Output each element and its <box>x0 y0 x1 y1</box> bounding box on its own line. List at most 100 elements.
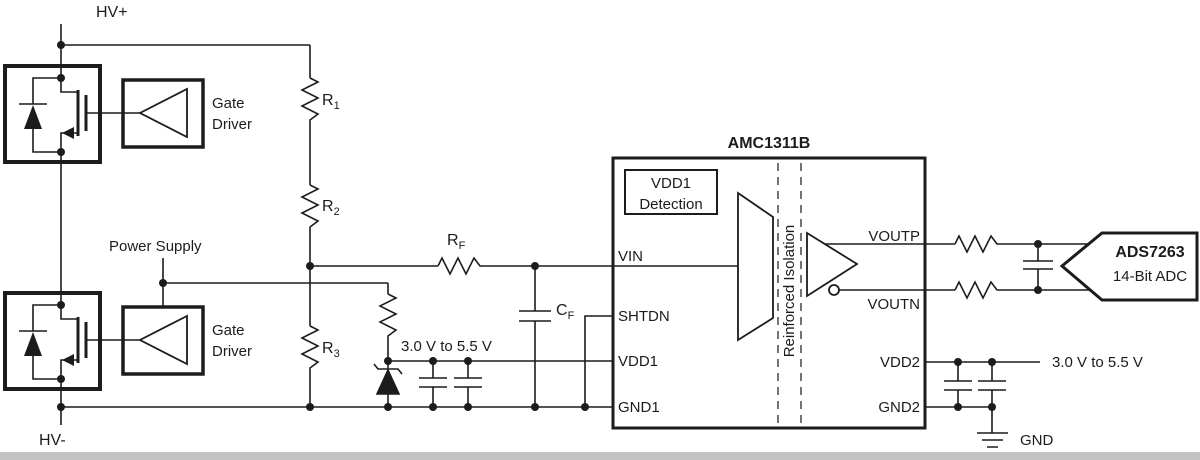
gnd-label: GND <box>1020 432 1054 449</box>
gate-driver-line2: Driver <box>212 116 252 133</box>
vdd1-detection-line1: VDD1 <box>650 175 691 192</box>
chip-title: AMC1311B <box>727 135 811 152</box>
igbt-box-1 <box>3 64 102 164</box>
capacitor-vdd2-1 <box>944 362 972 407</box>
gate-driver-line1: Gate <box>212 95 245 112</box>
junction-dot <box>57 41 65 49</box>
adc-name: ADS7263 <box>1115 244 1185 261</box>
supply-range-left-label: 3.0 V to 5.5 V <box>401 338 492 355</box>
vdd1-detection-line2: Detection <box>639 196 703 213</box>
capacitor-output <box>1023 244 1053 290</box>
buffer-triangle-icon <box>138 314 188 366</box>
adc-shape <box>1059 231 1199 302</box>
hv-plus-label: HV+ <box>96 4 128 21</box>
r2-label: R2 <box>322 198 340 219</box>
resistor-r3 <box>301 325 319 372</box>
pin-voutn: VOUTN <box>867 296 921 313</box>
igbt-module-2 <box>3 291 140 391</box>
vdd1-detection-box <box>624 169 718 215</box>
capacitor-cf <box>519 266 551 407</box>
freewheel-diode-icon <box>24 105 42 129</box>
igbt-box-2 <box>3 291 102 391</box>
capacitor-vdd2-2 <box>978 362 1006 407</box>
resistor-voutp <box>954 235 1001 253</box>
junction-dot <box>384 357 392 365</box>
gate-driver-line1: Gate <box>212 322 245 339</box>
igbt-emitter-arrow-icon <box>62 354 74 366</box>
inverting-bubble-icon <box>828 284 840 296</box>
igbt-emitter-arrow-icon <box>62 127 74 139</box>
pin-gnd2: GND2 <box>878 399 920 416</box>
isolation-barrier-dashes <box>777 163 802 423</box>
junction-dot <box>57 403 65 411</box>
igbt-collector-wire <box>60 305 78 320</box>
junction-dot <box>581 403 589 411</box>
reinforced-isolation-label: Reinforced Isolation <box>781 224 798 358</box>
junction-dots <box>57 41 1042 411</box>
wire-shtdn <box>584 315 613 407</box>
capacitor-bypass-2 <box>454 361 482 407</box>
junction-dot <box>531 262 539 270</box>
freewheel-diode-wiring <box>19 304 61 380</box>
resistor-zener-series <box>379 293 397 340</box>
junction-dot <box>954 358 962 366</box>
freewheel-diode-icon <box>24 332 42 356</box>
igbt-module-1 <box>3 64 140 164</box>
igbt-collector-wire <box>60 78 78 93</box>
pin-voutp: VOUTP <box>868 228 920 245</box>
gate-driver-label-2: Gate Driver <box>212 320 252 362</box>
junction-dot <box>531 403 539 411</box>
junction-dot <box>988 403 996 411</box>
junction-dot <box>384 403 392 411</box>
adc-subtitle: 14-Bit ADC <box>1112 268 1188 285</box>
junction-dot <box>429 357 437 365</box>
junction-dot <box>464 403 472 411</box>
junction-dot <box>306 262 314 270</box>
junction-dot <box>57 301 65 309</box>
junction-dot <box>306 403 314 411</box>
supply-range-right-label: 3.0 V to 5.5 V <box>1052 354 1143 371</box>
pin-gnd1: GND1 <box>618 399 660 416</box>
resistor-rf <box>437 257 484 275</box>
pin-vdd2: VDD2 <box>879 354 920 371</box>
junction-dot <box>954 403 962 411</box>
cf-label: CF <box>556 302 575 323</box>
pin-vdd1: VDD1 <box>618 353 659 370</box>
junction-dot <box>464 357 472 365</box>
gate-driver-box-1 <box>121 78 205 149</box>
gate-drivers <box>121 78 205 376</box>
wires <box>60 24 1090 448</box>
resistor-r2 <box>301 184 319 231</box>
junction-dot <box>429 403 437 411</box>
gate-driver-label-1: Gate Driver <box>212 93 252 135</box>
output-amp-icon <box>806 231 859 298</box>
rf-label: RF <box>447 232 466 253</box>
vdd1-detection-label: VDD1 Detection <box>625 173 717 215</box>
power-supply-label: Power Supply <box>109 238 202 255</box>
pin-vin: VIN <box>618 248 644 265</box>
amc1311b-chip <box>611 156 927 430</box>
zener-diode-icon <box>375 368 401 395</box>
freewheel-diode-wiring <box>19 77 61 153</box>
junction-dot <box>57 148 65 156</box>
r1-label: R1 <box>322 92 340 113</box>
hv-minus-label: HV- <box>39 432 66 449</box>
junction-dot <box>1034 286 1042 294</box>
gate-driver-box-2 <box>121 305 205 376</box>
resistor-voutn <box>954 281 1001 299</box>
ground-icon <box>977 407 1008 448</box>
junction-dot <box>57 74 65 82</box>
resistor-r1 <box>301 77 319 124</box>
junction-dot <box>1034 240 1042 248</box>
capacitor-bypass-1 <box>419 361 447 407</box>
pin-shtdn: SHTDN <box>618 308 670 325</box>
gate-driver-line2: Driver <box>212 343 252 360</box>
chip-outline <box>611 156 927 430</box>
junction-dot <box>988 358 996 366</box>
r3-label: R3 <box>322 340 340 361</box>
junction-dot <box>57 375 65 383</box>
bottom-border-bar <box>0 452 1200 460</box>
modulator-trapezoid-icon <box>737 191 774 342</box>
